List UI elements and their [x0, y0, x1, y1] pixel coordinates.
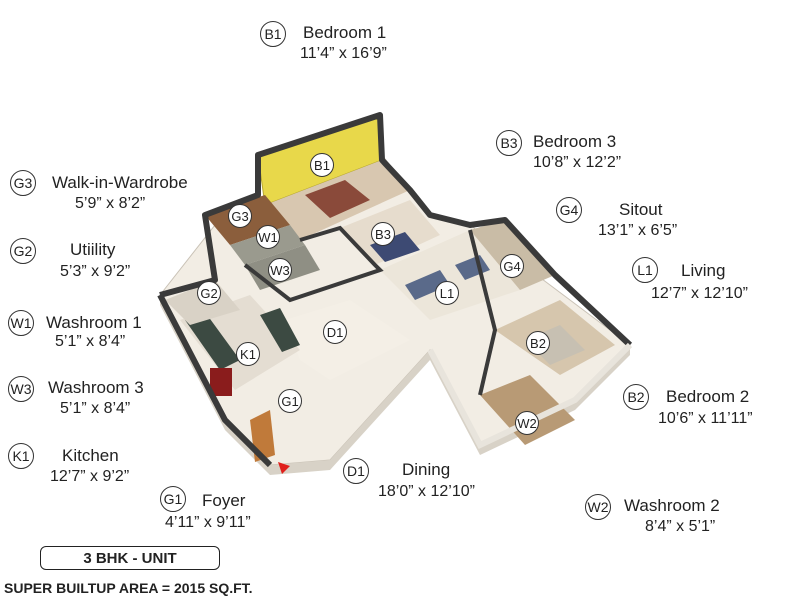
legend-dims-dining: 18’0” x 12’10”: [378, 483, 475, 500]
legend-name-bedroom-2: Bedroom 2: [666, 387, 750, 406]
legend-name-dining: Dining: [402, 460, 451, 479]
washroom2-floor: [480, 375, 575, 445]
legend-badge-w3: W3: [8, 376, 34, 402]
plan-marker-g4: G4: [500, 254, 524, 278]
unit-type-badge: 3 BHK - UNIT: [40, 546, 220, 570]
plan-marker-g2: G2: [197, 281, 221, 305]
legend-badge-g4: G4: [556, 197, 582, 223]
plan-marker-w1: W1: [256, 225, 280, 249]
legend-dims-utility: 5’3” x 9’2”: [60, 263, 131, 280]
bed-b1: [305, 180, 370, 218]
inner-walls: [243, 225, 384, 303]
legend-badge-b3: B3: [496, 130, 522, 156]
legend-dims-washroom-1: 5’1” x 8’4”: [55, 333, 126, 350]
legend-name-sitout: Sitout: [619, 200, 663, 219]
legend-badge-w1: W1: [8, 310, 34, 336]
legend-badge-l1: L1: [632, 257, 658, 283]
sofa: [405, 270, 450, 300]
plan-marker-w2: W2: [515, 411, 539, 435]
plan-marker-b3: B3: [371, 222, 395, 246]
bed-b3: [370, 232, 420, 262]
plan-marker-g3: G3: [228, 204, 252, 228]
plan-marker-d1: D1: [323, 320, 347, 344]
inner-walls-2: [468, 229, 498, 396]
legend-badge-g3: G3: [10, 170, 36, 196]
legend-dims-sitout: 13’1” x 6’5”: [598, 222, 678, 239]
legend-name-utility: Utiility: [70, 240, 116, 259]
kitchen-counter: [185, 312, 240, 370]
legend-dims-living: 12’7” x 12’10”: [651, 285, 748, 302]
legend-name-bedroom-1: Bedroom 1: [303, 23, 387, 42]
dining-floor: [285, 300, 410, 380]
legend-badge-g2: G2: [10, 238, 36, 264]
legend-badge-k1: K1: [8, 443, 34, 469]
legend-badge-b1: B1: [260, 21, 286, 47]
legend-dims-kitchen: 12’7” x 9’2”: [50, 468, 130, 485]
legend-name-washroom-3: Washroom 3: [48, 378, 144, 397]
walls-2: [157, 293, 273, 468]
sofa-2: [455, 255, 490, 280]
legend-dims-foyer: 4’11” x 9’11”: [165, 514, 251, 531]
legend-dims-washroom-2: 8’4” x 5’1”: [645, 518, 716, 535]
legend-name-kitchen: Kitchen: [62, 446, 119, 465]
walls: [159, 112, 633, 348]
legend-badge-w2: W2: [585, 494, 611, 520]
plan-marker-k1: K1: [236, 342, 260, 366]
legend-dims-bedroom-1: 11’4” x 16’9”: [300, 45, 387, 62]
legend-badge-g1: G1: [160, 486, 186, 512]
legend-name-foyer: Foyer: [202, 491, 246, 510]
plan-marker-w3: W3: [268, 258, 292, 282]
legend-dims-bedroom-2: 10’6” x 11’11”: [658, 410, 753, 427]
entry-marker: [278, 462, 290, 474]
legend-dims-walk-in-wardrobe: 5’9” x 8’2”: [75, 195, 146, 212]
legend-name-walk-in-wardrobe: Walk-in-Wardrobe: [52, 173, 188, 192]
legend-dims-bedroom-3: 10’8” x 12’2”: [533, 154, 622, 171]
super-builtup-area: SUPER BUILTUP AREA = 2015 SQ.FT.: [4, 580, 253, 596]
plan-marker-b2: B2: [526, 331, 550, 355]
plan-marker-g1: G1: [278, 389, 302, 413]
legend-badge-d1: D1: [343, 458, 369, 484]
legend-badge-b2: B2: [623, 384, 649, 410]
legend-name-living: Living: [681, 261, 726, 280]
fridge: [210, 368, 232, 396]
plan-marker-l1: L1: [435, 281, 459, 305]
legend-name-washroom-1: Washroom 1: [46, 313, 142, 332]
legend-dims-washroom-3: 5’1” x 8’4”: [60, 400, 131, 417]
plan-marker-b1: B1: [310, 153, 334, 177]
legend-name-bedroom-3: Bedroom 3: [533, 132, 617, 151]
legend-name-washroom-2: Washroom 2: [624, 496, 720, 515]
kitchen-counter-2: [260, 308, 300, 352]
